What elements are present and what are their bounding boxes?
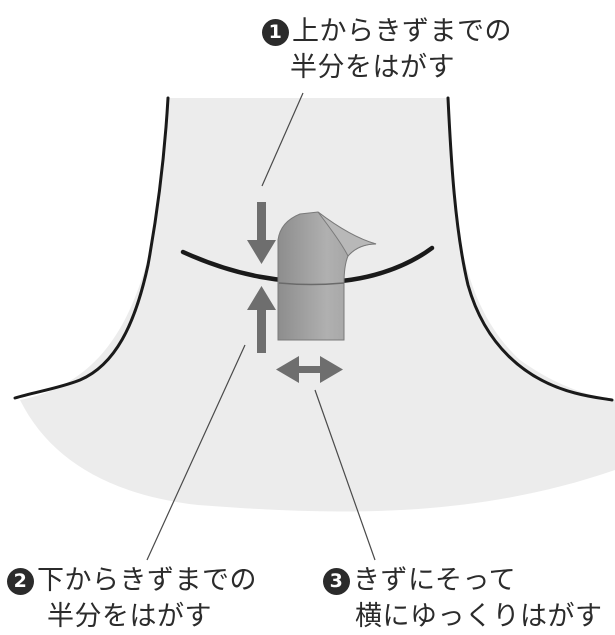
step-3-line2: 横にゆっくりはがす [355,601,603,632]
arrow-up-icon [247,286,276,353]
step-1-line2: 半分をはがす [290,52,455,83]
step-1-line1: 上からきずまでの [292,16,512,47]
leader-line-step-1 [261,92,304,187]
arrow-down-icon [247,202,276,264]
bandage-seam [278,282,345,286]
step-2-line1: 下からきずまでの [37,565,257,596]
step-number-badge: 1 [262,19,289,46]
step-number-badge: 2 [7,568,34,595]
left-body-outline [13,96,170,400]
step-number-badge: 3 [323,568,350,595]
leader-line-step-2 [146,344,246,561]
step-2-line2: 半分をはがす [47,601,212,632]
step-3-line1: きずにそって [353,565,517,596]
double-arrow-horizontal-icon [276,356,343,383]
right-body-outline [446,96,614,402]
leader-line-step-3 [314,389,376,561]
bandage-flap [317,211,377,257]
